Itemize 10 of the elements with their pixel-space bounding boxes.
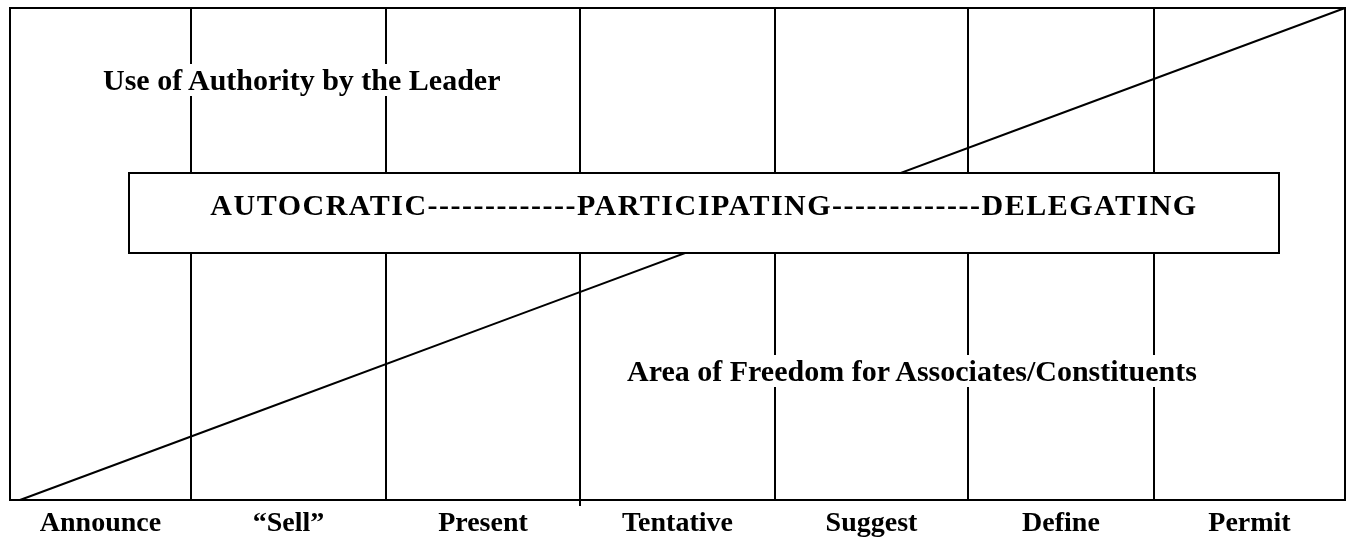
behavior-label: Announce [39,508,162,536]
behavior-label: Permit [1208,508,1291,536]
behavior-label: Tentative [622,508,733,536]
freedom-label: Area of Freedom for Associates/Constituents [624,355,1200,387]
behavior-label: “Sell” [252,508,325,536]
behavior-label: Suggest [825,508,918,536]
style-spectrum-box [128,172,1280,254]
leadership-style-scale: AUTOCRATIC-------------PARTICIPATING-------------DELEGATING [210,188,1198,222]
behavior-label: Present [438,508,528,536]
behavior-label: Define [1022,508,1100,536]
